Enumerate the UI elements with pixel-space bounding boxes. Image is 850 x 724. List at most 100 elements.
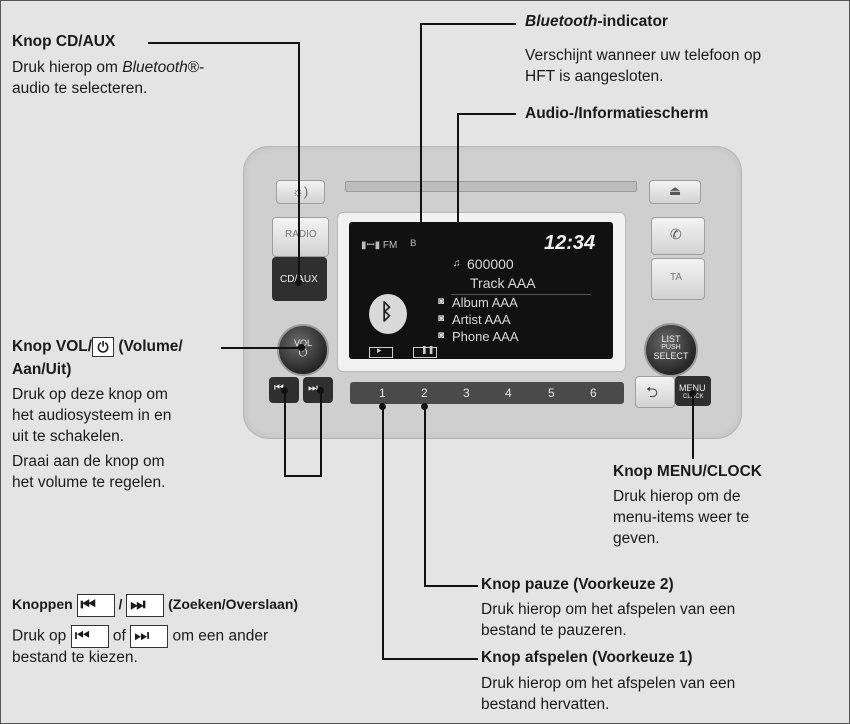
- seek-title-sep: /: [118, 596, 123, 613]
- cd-aux-title: Knop CD/AUX: [12, 33, 116, 50]
- vol-title-pre: Knop VOL/: [12, 338, 93, 356]
- leader-pause-dot: [421, 403, 428, 410]
- leader-screen-h: [457, 113, 516, 115]
- seek-forward-icon: ⏭: [308, 382, 318, 394]
- leader-screen-v: [457, 113, 459, 227]
- phone-icon: ✆: [670, 226, 682, 242]
- leader-bt-v: [420, 23, 422, 245]
- leader-play-dot: [379, 403, 386, 410]
- preset-1-button[interactable]: 1: [379, 386, 386, 400]
- pause-desc-2: bestand te pauzeren.: [481, 622, 627, 639]
- list-select-knob[interactable]: LIST PUSH SELECT: [644, 323, 698, 377]
- back-button[interactable]: ⮌: [635, 376, 675, 408]
- seek-desc-pre: Druk op: [12, 627, 67, 645]
- radio-label: RADIO: [285, 229, 317, 240]
- bluetooth-indicator-icon: ʙ: [410, 235, 417, 249]
- leader-vol-dot: [298, 344, 305, 351]
- brightness-button[interactable]: ☼): [276, 180, 325, 204]
- seek-forward-icon: ⏭: [126, 594, 165, 617]
- eject-icon: ⏏: [669, 183, 682, 198]
- seek-back-icon: ⏮: [274, 382, 284, 394]
- cd-aux-desc: Druk hierop om Bluetooth®-: [12, 57, 204, 78]
- screen-artist: Artist AAA: [452, 312, 511, 327]
- preset-5-button[interactable]: 5: [548, 386, 555, 400]
- bt-indicator-desc-2: HFT is aangesloten.: [525, 68, 664, 85]
- leader-pause-v: [424, 406, 426, 586]
- audio-info-screen: [349, 222, 613, 359]
- vol-title: Knop VOL/⏻ (Volume/: [12, 337, 183, 357]
- menu-clock-desc-3: geven.: [613, 530, 660, 547]
- seek-title-post: (Zoeken/Overslaan): [168, 596, 299, 613]
- cd-aux-desc-post: ®-: [187, 59, 205, 76]
- cd-aux-desc-italic: Bluetooth: [122, 59, 188, 76]
- menu-clock-desc-2: menu-items weer te: [613, 509, 750, 526]
- preset-3-button[interactable]: 3: [463, 386, 470, 400]
- bt-title-italic: Bluetooth: [525, 13, 598, 30]
- eject-button[interactable]: ⏏: [649, 180, 701, 204]
- vol-desc-1: Druk op deze knop om: [12, 386, 168, 403]
- vol-desc-2: het audiosysteem in en: [12, 407, 172, 424]
- leader-menu-dot: [689, 390, 696, 397]
- play-title: Knop afspelen (Voorkeuze 1): [481, 649, 693, 666]
- preset-bar: [350, 382, 624, 404]
- vol-desc-5: het volume te regelen.: [12, 474, 166, 491]
- leader-vol-h: [221, 347, 301, 349]
- vol-title-post: (Volume/: [114, 338, 183, 356]
- leader-cd-aux-v: [298, 42, 300, 282]
- play-desc-2: bestand hervatten.: [481, 696, 610, 713]
- seek-title-pre: Knoppen: [12, 596, 73, 613]
- ta-label: TA: [670, 272, 683, 283]
- leader-seek-h: [284, 475, 322, 477]
- leader-screen-dot: [454, 223, 461, 230]
- vol-power-icon: ⏻: [92, 337, 115, 357]
- ta-button[interactable]: TA: [651, 258, 705, 300]
- seek-desc-post: om een ander: [172, 627, 269, 645]
- cd-aux-desc-2: audio te selecteren.: [12, 80, 148, 97]
- screen-album: Album AAA: [452, 295, 518, 310]
- audio-screen-title: Audio-/Informatiescherm: [525, 105, 709, 122]
- pause-title: Knop pauze (Voorkeuze 2): [481, 576, 674, 593]
- leader-cd-aux-h: [148, 42, 300, 44]
- list-label: LIST: [661, 334, 681, 344]
- brightness-icon: ☼): [292, 184, 309, 199]
- phone-small-icon: ◙: [438, 330, 445, 341]
- screen-divider: [451, 294, 591, 295]
- menu-label: MENU: [679, 383, 706, 393]
- pause-desc-1: Druk hierop om het afspelen van een: [481, 601, 736, 618]
- seek-title: Knoppen ⏮ / ⏭ (Zoeken/Overslaan): [12, 594, 298, 617]
- phone-button[interactable]: ✆: [651, 217, 705, 255]
- screen-station: 600000: [467, 256, 514, 272]
- vol-desc-4: Draai aan de knop om: [12, 453, 165, 470]
- leader-play-h: [382, 658, 478, 660]
- menu-clock-desc-1: Druk hierop om de: [613, 488, 741, 505]
- select-label: SELECT: [653, 351, 689, 361]
- preset-2-button[interactable]: 2: [421, 386, 428, 400]
- preset-6-button[interactable]: 6: [590, 386, 597, 400]
- music-note-icon: ♫: [453, 258, 461, 269]
- bt-title-rest: -indicator: [597, 13, 668, 30]
- leader-bt-h: [420, 23, 516, 25]
- leader-seek-left-v: [284, 390, 286, 476]
- bluetooth-logo: ᛒ: [369, 294, 407, 334]
- seek-desc-mid: of: [112, 627, 126, 645]
- screen-clock: 12:34: [544, 232, 596, 254]
- leader-pause-h: [424, 585, 478, 587]
- screen-phone: Phone AAA: [452, 329, 519, 344]
- album-icon: ◙: [438, 296, 445, 307]
- vol-title-2: Aan/Uit): [12, 361, 72, 378]
- bt-indicator-title: Bluetooth-indicator: [525, 12, 668, 32]
- bluetooth-icon: ᛒ: [380, 299, 394, 324]
- radio-button[interactable]: RADIO: [272, 217, 329, 257]
- leader-cd-aux-dot: [295, 279, 302, 286]
- leader-bt-dot: [417, 241, 424, 248]
- back-arrow-icon: ⮌: [646, 384, 659, 401]
- leader-menu-v: [692, 393, 694, 459]
- cd-aux-desc-pre: Druk hierop om: [12, 59, 123, 76]
- seek-desc: Druk op ⏮ of ⏭ om een ander: [12, 625, 268, 648]
- bt-indicator-desc-1: Verschijnt wanneer uw telefoon op: [525, 47, 762, 64]
- leader-seek-right-dot: [317, 387, 324, 394]
- preset-4-button[interactable]: 4: [505, 386, 512, 400]
- push-label: PUSH: [661, 344, 681, 351]
- seek-back-icon-2: ⏮: [70, 625, 109, 648]
